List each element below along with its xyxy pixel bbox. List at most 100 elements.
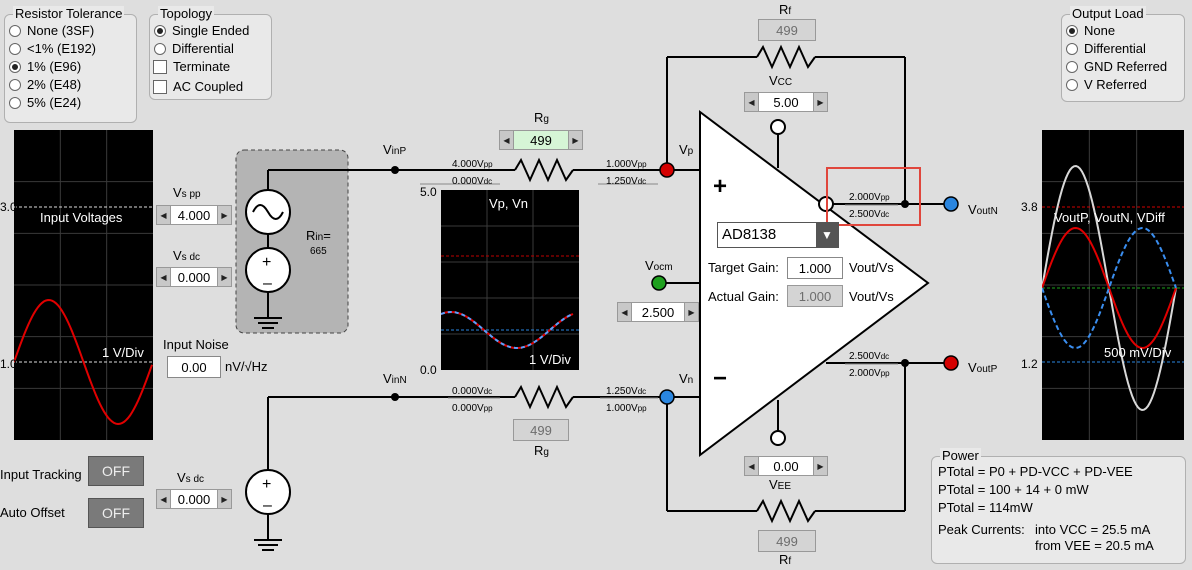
highlight-box <box>826 167 921 226</box>
rf-top-label: Rf <box>779 2 792 17</box>
target-gain-label: Target Gain: <box>708 260 779 275</box>
output-scope: VoutP, VoutN, VDiff 500 mV/Div <box>1041 130 1184 440</box>
voutn-dc-annotation: 2.500Vdc <box>849 209 890 220</box>
vs-dc-2-increment[interactable]: ▶ <box>217 489 232 509</box>
vs-dc-stepper[interactable]: ◀ 0.000 ▶ <box>156 267 232 287</box>
topology-option-label: Differential <box>172 41 234 56</box>
vs-pp-input[interactable]: 4.000 <box>171 205 217 225</box>
resistor-tolerance-radio-icon[interactable] <box>9 96 21 109</box>
topology-checkbox-item[interactable]: Terminate <box>150 58 230 75</box>
vocm-input[interactable]: 2.500 <box>632 302 684 322</box>
input-scope-axis-mid: 1.0 <box>0 357 17 371</box>
vcc-decrement[interactable]: ◀ <box>744 92 759 112</box>
checkbox-icon[interactable] <box>153 79 167 94</box>
rf-bottom-resistor-symbol <box>756 498 816 524</box>
rg-top-increment[interactable]: ▶ <box>568 130 583 150</box>
actual-gain-unit: Vout/Vs <box>849 289 894 304</box>
output-load-option[interactable]: None <box>1062 22 1115 39</box>
peak-current-vee: from VEE = 20.5 mA <box>1035 538 1154 553</box>
voutp-node <box>943 355 959 371</box>
vee-input[interactable]: 0.00 <box>759 456 813 476</box>
input-noise-unit: nV/√Hz <box>225 359 268 374</box>
vocm-label: Vocm <box>645 258 673 273</box>
output-load-title: Output Load <box>1070 6 1146 22</box>
topology-option[interactable]: Single Ended <box>150 22 249 39</box>
vs-pp-decrement[interactable]: ◀ <box>156 205 171 225</box>
topology-option[interactable]: Differential <box>150 40 234 57</box>
part-select[interactable]: AD8138 ▼ <box>717 222 839 248</box>
input-tracking-toggle[interactable]: OFF <box>88 456 144 486</box>
resistor-tolerance-radio-icon[interactable] <box>9 78 21 91</box>
resistor-tolerance-radio-icon[interactable] <box>9 60 21 73</box>
input-voltage-trace <box>13 298 153 426</box>
vinp-pp-annotation: 4.000Vpp <box>452 159 493 170</box>
output-load-option[interactable]: Differential <box>1062 40 1146 57</box>
vs-dc-2-decrement[interactable]: ◀ <box>156 489 171 509</box>
resistor-tolerance-option-label: 2% (E48) <box>27 77 82 92</box>
svg-text:+: + <box>262 254 271 271</box>
chevron-down-icon[interactable]: ▼ <box>816 223 838 247</box>
topology-checkbox-label: AC Coupled <box>173 79 244 94</box>
vcc-input[interactable]: 5.00 <box>759 92 813 112</box>
resistor-tolerance-option[interactable]: None (3SF) <box>5 22 94 39</box>
output-scope-axis-top: 3.8 <box>1021 200 1038 214</box>
vee-decrement[interactable]: ◀ <box>744 456 759 476</box>
output-scope-plot <box>1041 130 1184 440</box>
vee-stepper[interactable]: ◀ 0.00 ▶ <box>744 456 828 476</box>
vs-dc-2-input[interactable]: 0.000 <box>171 489 217 509</box>
actual-gain-label: Actual Gain: <box>708 289 779 304</box>
vp-vn-scope: Vp, Vn 1 V/Div <box>440 190 579 370</box>
vn-node <box>659 389 675 405</box>
vn-dc-annotation: 1.250Vdc <box>606 386 647 397</box>
output-load-option[interactable]: V Referred <box>1062 76 1147 93</box>
input-noise-input[interactable]: 0.00 <box>167 356 221 378</box>
topology-radio-icon[interactable] <box>154 42 166 55</box>
rg-bottom-value: 499 <box>513 419 569 441</box>
output-load-radio-icon[interactable] <box>1066 78 1078 91</box>
checkbox-icon[interactable] <box>153 59 167 74</box>
rg-top-decrement[interactable]: ◀ <box>499 130 514 150</box>
resistor-tolerance-option[interactable]: <1% (E192) <box>5 40 96 57</box>
svg-text:–: – <box>263 275 272 292</box>
resistor-tolerance-radio-icon[interactable] <box>9 42 21 55</box>
output-load-option[interactable]: GND Referred <box>1062 58 1167 75</box>
output-load-radio-icon[interactable] <box>1066 42 1078 55</box>
vcc-increment[interactable]: ▶ <box>813 92 828 112</box>
amp-minus-sign: − <box>713 365 728 392</box>
vs-pp-stepper[interactable]: ◀ 4.000 ▶ <box>156 205 232 225</box>
vs-dc-input[interactable]: 0.000 <box>171 267 217 287</box>
rin-label: Rin= <box>306 228 331 243</box>
vs-pp-increment[interactable]: ▶ <box>217 205 232 225</box>
vcc-stepper[interactable]: ◀ 5.00 ▶ <box>744 92 828 112</box>
topology-radio-icon[interactable] <box>154 24 166 37</box>
rf-top-value: 499 <box>758 19 816 41</box>
vocm-decrement[interactable]: ◀ <box>617 302 632 322</box>
output-load-radio-icon[interactable] <box>1066 60 1078 73</box>
power-line-1: PTotal = P0 + PD-VCC + PD-VEE <box>938 464 1133 479</box>
rg-top-stepper[interactable]: ◀ 499 ▶ <box>499 130 583 150</box>
output-load-radio-icon[interactable] <box>1066 24 1078 37</box>
svg-text:+: + <box>262 476 271 493</box>
vocm-increment[interactable]: ▶ <box>684 302 699 322</box>
vocm-stepper[interactable]: ◀ 2.500 ▶ <box>617 302 699 322</box>
resistor-tolerance-option[interactable]: 1% (E96) <box>5 58 81 75</box>
resistor-tolerance-radio-icon[interactable] <box>9 24 21 37</box>
voutn-node <box>943 196 959 212</box>
auto-offset-toggle[interactable]: OFF <box>88 498 144 528</box>
input-scope-scale: 1 V/Div <box>102 345 144 360</box>
topology-checkbox-item[interactable]: AC Coupled <box>150 78 243 95</box>
vs-dc-increment[interactable]: ▶ <box>217 267 232 287</box>
output-scope-axis-bottom: 1.2 <box>1021 357 1038 371</box>
rg-top-input[interactable]: 499 <box>514 130 568 150</box>
resistor-tolerance-option[interactable]: 5% (E24) <box>5 94 81 111</box>
resistor-tolerance-option[interactable]: 2% (E48) <box>5 76 81 93</box>
vs-dc-2-stepper[interactable]: ◀ 0.000 ▶ <box>156 489 232 509</box>
mid-scope-axis-top: 5.0 <box>420 185 437 199</box>
vee-increment[interactable]: ▶ <box>813 456 828 476</box>
vp-pp-annotation: 1.000Vpp <box>606 159 647 170</box>
vs-dc-decrement[interactable]: ◀ <box>156 267 171 287</box>
target-gain-input[interactable]: 1.000 <box>787 257 843 279</box>
vp-node <box>659 162 675 178</box>
